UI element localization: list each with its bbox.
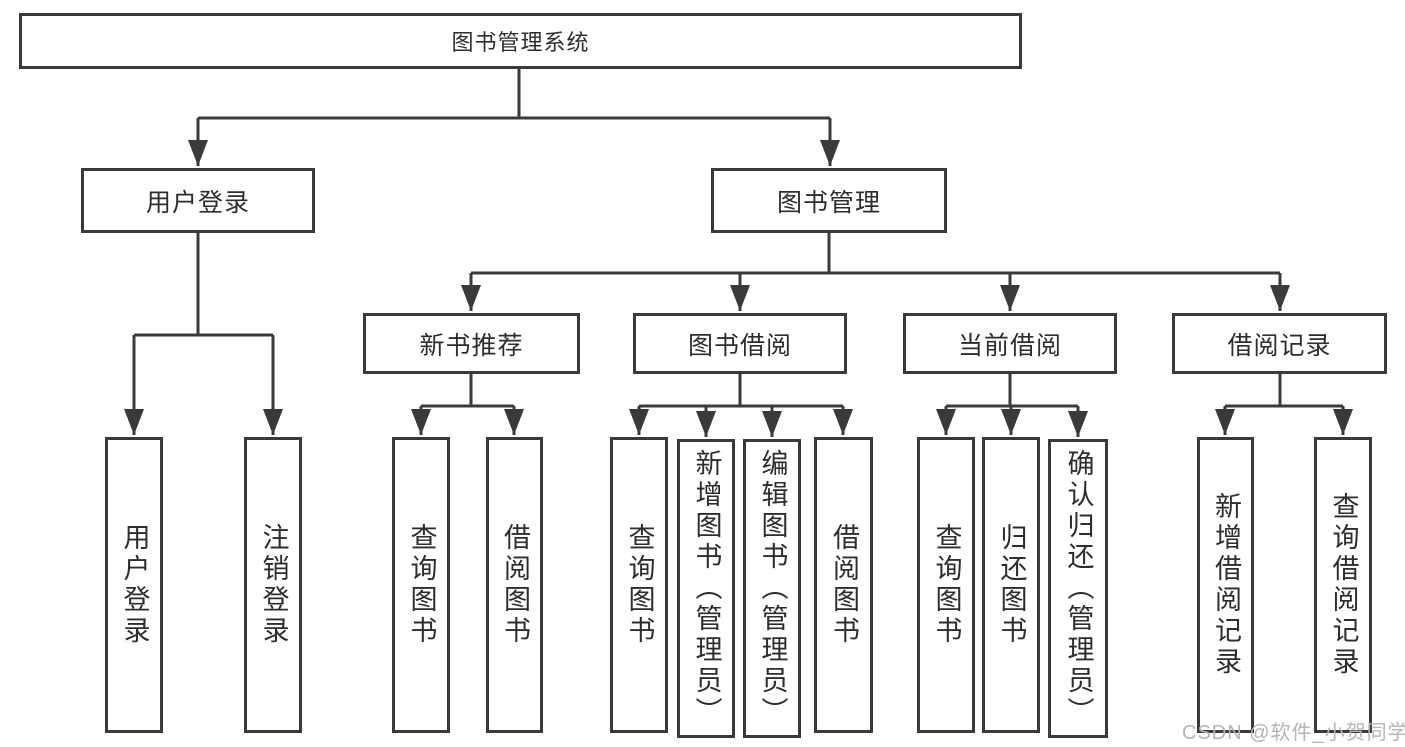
leaf-query-books-3: 查询图书 [917,437,975,733]
node-library-management-system: 图书管理系统 [19,13,1022,69]
leaf-return-book: 归还图书 [982,437,1040,733]
leaf-logout: 注销登录 [244,437,302,733]
csdn-watermark: CSDN @软件_小贺同学 [1182,722,1405,744]
leaf-query-books-1: 查询图书 [392,437,450,733]
node-label: 新书推荐 [419,331,524,360]
leaf-query-books-2: 查询图书 [610,437,668,733]
node-label: 图书管理 [776,188,881,217]
leaf-label: 查询图书 [624,523,655,647]
leaf-label: 注销登录 [258,523,289,647]
leaf-query-borrow-record: 查询借阅记录 [1314,437,1372,733]
connector-book-management-to-level3 [471,233,1280,275]
leaf-label: 新增图书（管理员） [691,449,722,728]
leaf-label: 查询图书 [406,523,437,647]
leaf-label: 新增借阅记录 [1211,492,1241,678]
node-current-borrow: 当前借阅 [903,313,1117,374]
leaf-label: 查询借阅记录 [1328,492,1359,678]
leaf-label: 借阅图书 [829,523,859,647]
leaf-borrow-books-1: 借阅图书 [486,437,543,733]
connector-book-borrow-children [639,374,843,408]
connector-root-to-level2 [198,69,830,120]
node-label: 图书借阅 [687,331,792,360]
node-label: 当前借阅 [957,331,1062,360]
node-book-management: 图书管理 [711,168,947,233]
leaf-borrow-books-2: 借阅图书 [814,437,873,733]
node-user-login: 用户登录 [81,168,315,233]
leaf-label: 归还图书 [996,523,1027,647]
leaf-label: 编辑图书（管理员） [757,449,788,728]
leaf-add-borrow-record: 新增借阅记录 [1197,437,1254,733]
node-label: 图书管理系统 [451,30,590,55]
leaf-add-book-admin: 新增图书（管理员） [677,439,735,738]
connector-user-login-children [134,233,273,337]
connector-new-book-children [421,374,514,408]
connector-borrow-record-children [1225,374,1343,408]
node-label: 借阅记录 [1227,331,1332,360]
leaf-confirm-return-admin: 确认归还（管理员） [1048,439,1108,738]
leaf-label: 用户登录 [119,523,150,647]
leaf-label: 确认归还（管理员） [1063,449,1094,728]
leaf-label: 查询图书 [931,523,962,647]
leaf-user-login: 用户登录 [105,437,163,733]
node-new-book-recommend: 新书推荐 [363,313,580,374]
connector-current-borrow-children [946,374,1078,408]
leaf-edit-book-admin: 编辑图书（管理员） [743,439,801,738]
node-book-borrow: 图书借阅 [633,313,847,374]
node-label: 用户登录 [145,188,250,217]
leaf-label: 借阅图书 [500,523,530,647]
node-borrow-record: 借阅记录 [1172,313,1387,374]
